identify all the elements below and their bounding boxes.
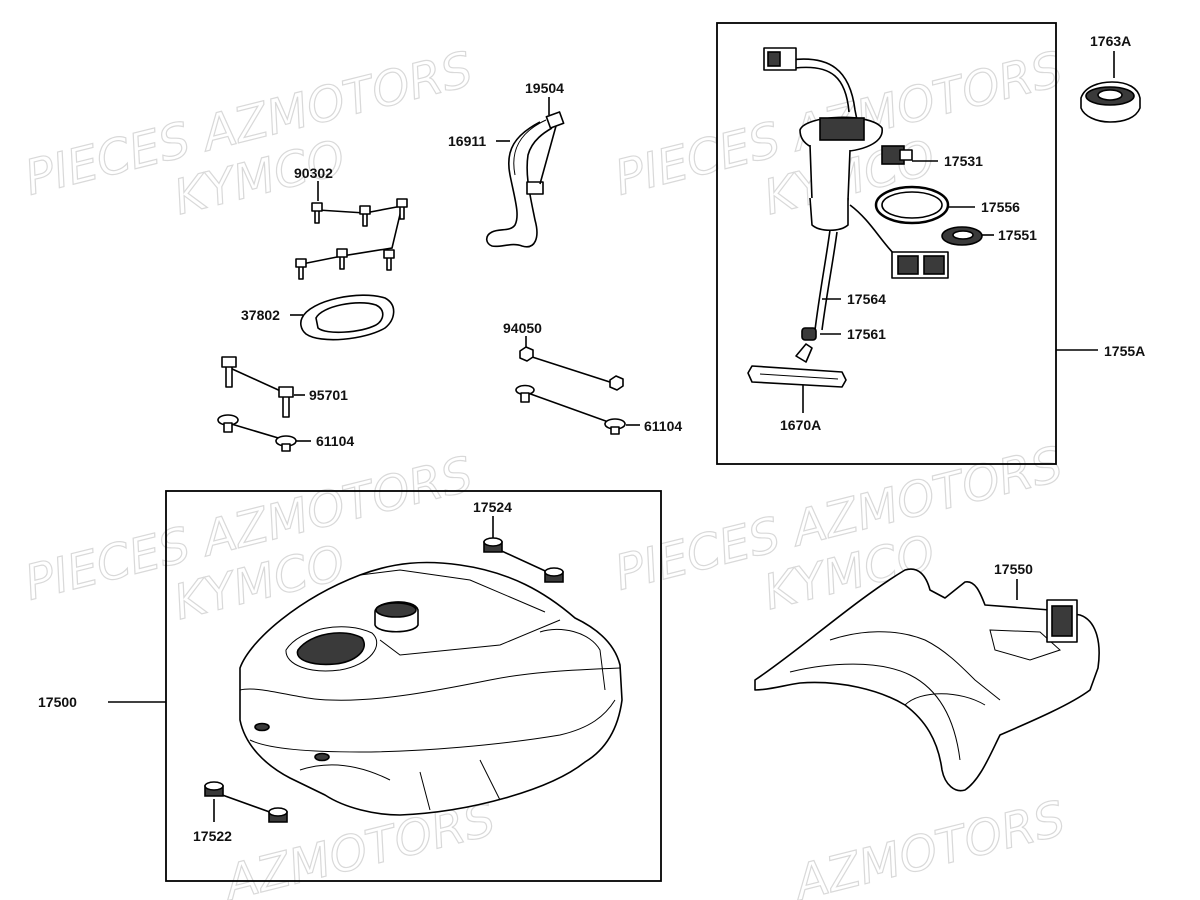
part-17522-rubbers bbox=[204, 781, 288, 823]
part-1763A-fuel-cap bbox=[1080, 81, 1141, 123]
part-fuel-pump bbox=[763, 47, 949, 331]
label-17561: 17561 bbox=[847, 326, 886, 342]
fuel-pump-assembly-frame bbox=[716, 22, 1057, 465]
label-37802: 37802 bbox=[241, 307, 280, 323]
label-17556: 17556 bbox=[981, 199, 1020, 215]
watermark-text: AZMOTORS bbox=[786, 791, 1070, 900]
part-17500-fuel-tank bbox=[239, 561, 623, 816]
part-16911-hose bbox=[485, 111, 565, 248]
label-17500: 17500 bbox=[38, 694, 77, 710]
label-17522: 17522 bbox=[193, 828, 232, 844]
label-61104-left: 61104 bbox=[316, 433, 354, 449]
part-95701-bolts bbox=[221, 356, 294, 418]
label-19504: 19504 bbox=[525, 80, 564, 96]
part-61104-washers-left bbox=[217, 414, 297, 452]
fuel-tank-frame bbox=[165, 490, 662, 882]
label-1763A: 1763A bbox=[1090, 33, 1131, 49]
label-17524: 17524 bbox=[473, 499, 512, 515]
label-95701: 95701 bbox=[309, 387, 348, 403]
part-61104-washers-right bbox=[515, 384, 626, 435]
part-17551-ring bbox=[941, 226, 983, 246]
label-1670A: 1670A bbox=[780, 417, 821, 433]
part-94050-nuts bbox=[519, 346, 624, 391]
label-90302: 90302 bbox=[294, 165, 333, 181]
part-17550-tank-cover bbox=[754, 568, 1100, 792]
part-37802-gasket bbox=[300, 294, 395, 341]
part-17561-clamp bbox=[801, 327, 817, 341]
part-17556-oring bbox=[874, 185, 950, 225]
label-17531: 17531 bbox=[944, 153, 983, 169]
label-16911: 16911 bbox=[448, 133, 486, 149]
label-61104-right: 61104 bbox=[644, 418, 682, 434]
label-17564: 17564 bbox=[847, 291, 886, 307]
part-1670A-filter bbox=[747, 343, 847, 388]
part-17531-fitting bbox=[881, 145, 913, 165]
label-1755A: 1755A bbox=[1104, 343, 1145, 359]
part-17524-rubbers bbox=[483, 537, 564, 583]
part-90302-bolts bbox=[295, 198, 408, 280]
label-94050: 94050 bbox=[503, 320, 542, 336]
label-17551: 17551 bbox=[998, 227, 1037, 243]
label-17550: 17550 bbox=[994, 561, 1033, 577]
